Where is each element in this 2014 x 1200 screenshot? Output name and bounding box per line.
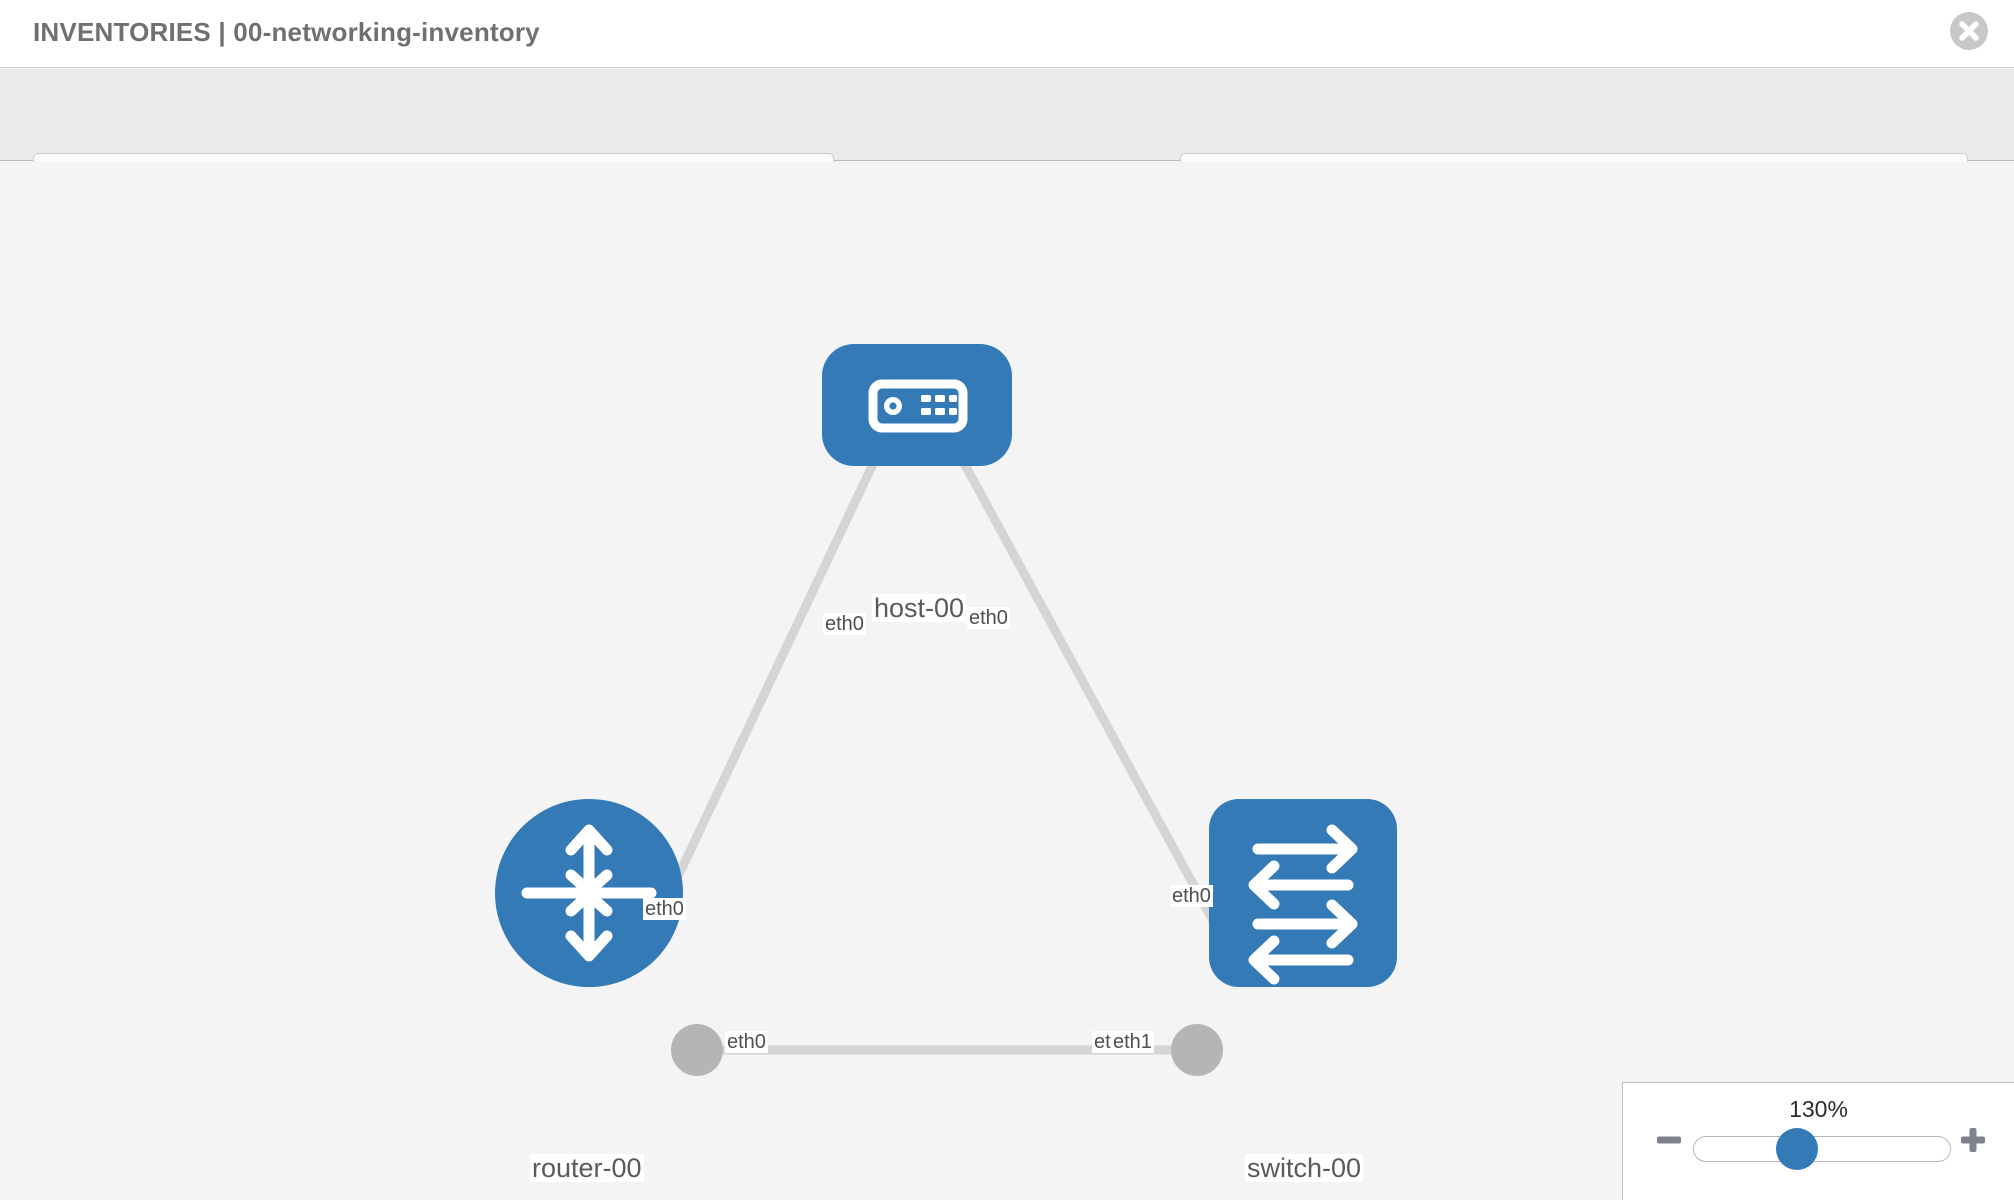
close-icon[interactable]	[1950, 12, 1988, 50]
iface-label-switch00-eth1: eth1	[1111, 1031, 1154, 1053]
iface-label-host00-eth0-b: eth0	[967, 607, 1010, 629]
page-title: INVENTORIES | 00-networking-inventory	[33, 17, 540, 47]
zoom-control-panel: 130%	[1622, 1082, 2014, 1200]
iface-label-host00-eth0: eth0	[823, 613, 866, 635]
topology-graph	[495, 344, 1397, 1076]
node-label-host-00: host-00	[872, 593, 967, 623]
zoom-slider-track[interactable]	[1693, 1136, 1951, 1162]
router-arrows-icon	[521, 824, 657, 962]
link-host00-switch00	[942, 427, 1234, 955]
node-label-switch-00: switch-00	[1245, 1153, 1364, 1183]
link-host00-router00	[635, 428, 894, 959]
iface-label-router00-eth0-uplink: eth0	[643, 898, 686, 920]
node-host-00[interactable]	[822, 344, 1012, 466]
switch-arrows-icon	[1248, 824, 1358, 985]
minus-icon[interactable]	[1656, 1127, 1682, 1158]
topology-canvas[interactable]: host-00 router-00 switch-00 eth0 eth0 et…	[0, 162, 2014, 1200]
iface-label-switch00-eth0-uplink: eth0	[1170, 885, 1213, 907]
node-label-router-00: router-00	[530, 1153, 644, 1183]
toolbar: ACTIONS SEARC	[0, 69, 2014, 208]
page-header: INVENTORIES | 00-networking-inventory	[0, 0, 2014, 68]
zoom-level-label: 130%	[1789, 1096, 1848, 1122]
iface-label-router00-eth0: eth0	[725, 1031, 768, 1053]
node-switch-00[interactable]	[1209, 799, 1397, 987]
endpoint-knobs	[671, 384, 1264, 1076]
server-icon	[868, 379, 968, 433]
zoom-slider-thumb[interactable]	[1776, 1128, 1818, 1170]
node-router-00[interactable]	[495, 799, 683, 987]
plus-icon[interactable]	[1960, 1127, 1986, 1158]
